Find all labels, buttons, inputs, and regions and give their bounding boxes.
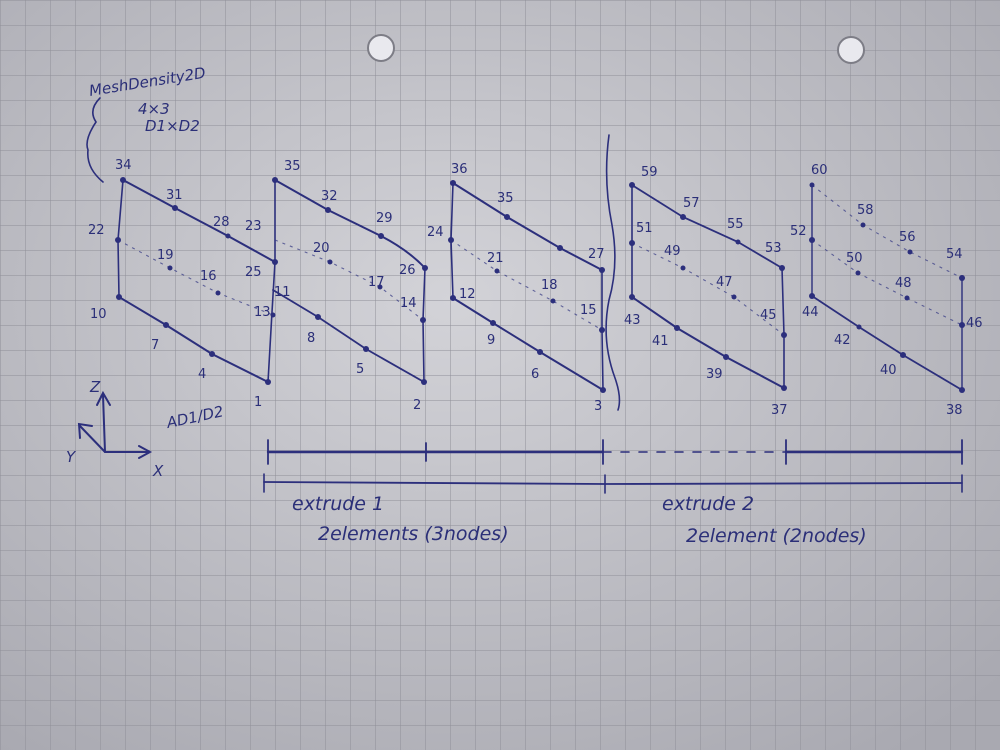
- node-label: 18: [541, 278, 558, 293]
- node-label: 47: [716, 275, 733, 290]
- node-label: 14: [400, 296, 417, 311]
- node-label: 4: [198, 367, 206, 382]
- node-label: 42: [834, 333, 851, 348]
- node-label: 43: [624, 313, 641, 328]
- node-label: 38: [946, 403, 963, 418]
- node-label: 56: [899, 230, 916, 245]
- node-label: 8: [307, 331, 315, 346]
- node-label: 35: [284, 159, 301, 174]
- binder-hole-left: [367, 34, 395, 62]
- node-label: 53: [765, 241, 782, 256]
- node-label: 46: [966, 316, 983, 331]
- node-label: 3: [594, 399, 602, 414]
- node-label: 16: [200, 269, 217, 284]
- extrude-2-title: extrude 2: [662, 493, 754, 515]
- mesh-layer-2: [272, 177, 428, 385]
- node-label: 2: [413, 398, 421, 413]
- node-label: 58: [857, 203, 874, 218]
- node-label: 54: [946, 247, 963, 262]
- axis-y-label: Y: [66, 448, 77, 466]
- node-label: 32: [321, 189, 338, 204]
- dimension-lines: [263, 439, 964, 494]
- node-label: 44: [802, 305, 819, 320]
- node-label: 34: [115, 158, 132, 173]
- node-label: 52: [790, 224, 807, 239]
- binder-hole-right: [837, 36, 865, 64]
- node-label: 26: [399, 263, 416, 278]
- node-label: 20: [313, 241, 330, 256]
- mesh-layer-4: [629, 182, 787, 391]
- mesh-density-dirs: D1×D2: [145, 117, 200, 135]
- node-label: 9: [487, 333, 495, 348]
- mesh-layer-5: [809, 182, 965, 393]
- extrude-1-title: extrude 1: [292, 493, 384, 515]
- node-label: 59: [641, 165, 658, 180]
- mesh-layer-1: [115, 177, 278, 385]
- node-label: 6: [531, 367, 539, 382]
- node-label: 11: [274, 285, 291, 300]
- node-label: 39: [706, 367, 723, 382]
- node-label: 55: [727, 217, 744, 232]
- node-label: 10: [90, 307, 107, 322]
- node-label: 27: [588, 247, 605, 262]
- node-label: 49: [664, 244, 681, 259]
- node-label: 29: [376, 211, 393, 226]
- node-label: 13: [254, 305, 271, 320]
- node-label: 21: [487, 251, 504, 266]
- node-label: 41: [652, 334, 669, 349]
- mesh-density-brace: [86, 97, 104, 183]
- node-label: 19: [157, 248, 174, 263]
- node-label: 12: [459, 287, 476, 302]
- axis-x-label: X: [152, 462, 164, 480]
- node-label: 23: [245, 219, 262, 234]
- mesh-density-size: 4×3: [138, 100, 170, 118]
- node-label: 48: [895, 276, 912, 291]
- node-label: 1: [254, 395, 262, 410]
- node-labels: 34 31 28 22 19 16 10 7 4 1 35 32 29 23 2…: [88, 158, 983, 418]
- node-label: 35: [497, 191, 514, 206]
- mesh-layer-3: [448, 180, 606, 393]
- node-label: 22: [88, 223, 105, 238]
- axis-z-label: Z: [89, 378, 101, 396]
- node-label: 50: [846, 251, 863, 266]
- node-label: 45: [760, 308, 777, 323]
- node-label: 17: [368, 275, 385, 290]
- node-label: 40: [880, 363, 897, 378]
- break-line: [605, 134, 621, 411]
- node-label: 37: [771, 403, 788, 418]
- node-label: 31: [166, 188, 183, 203]
- node-label: 5: [356, 362, 364, 377]
- extrude-2-detail: 2element (2nodes): [686, 525, 867, 547]
- node-label: 25: [245, 265, 262, 280]
- node-label: 15: [580, 303, 597, 318]
- node-label: 60: [811, 163, 828, 178]
- extrude-1-detail: 2elements (3nodes): [318, 523, 509, 545]
- node-label: 51: [636, 221, 653, 236]
- node-label: 57: [683, 196, 700, 211]
- node-label: 36: [451, 162, 468, 177]
- axis-triad: [77, 390, 153, 459]
- node-label: 24: [427, 225, 444, 240]
- node-label: 7: [151, 338, 159, 353]
- node-label: 28: [213, 215, 230, 230]
